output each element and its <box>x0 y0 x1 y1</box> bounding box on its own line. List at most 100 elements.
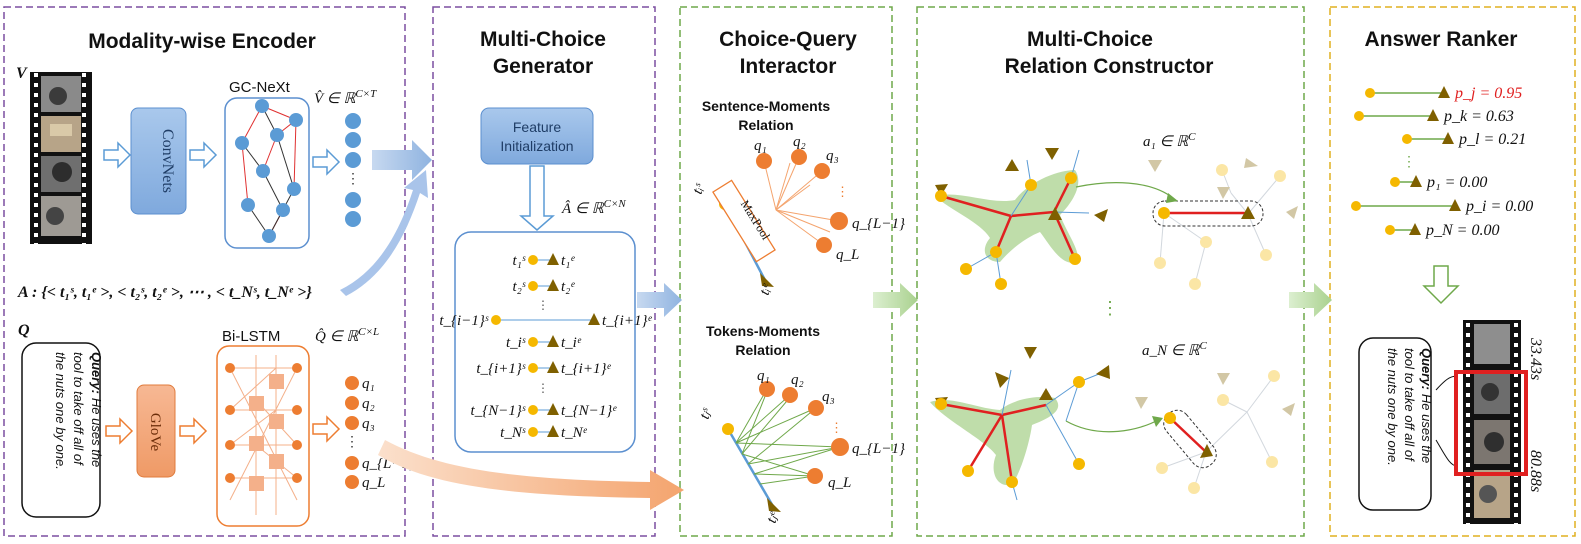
relation-graph-a1-faded <box>1148 158 1298 290</box>
svg-text:⋮: ⋮ <box>836 184 849 199</box>
sentence-moments-title-2: Relation <box>738 117 793 133</box>
arrow-query-to-glove <box>105 417 134 445</box>
tm-q1: q₁ <box>757 368 770 384</box>
a-formula: : {< t₁ˢ, t₁ᵉ >, < t₂ˢ, t₂ᵉ >, ⋯ , < t_N… <box>32 284 312 301</box>
q-hat-item-5: q_L <box>362 475 385 491</box>
score-label: p_k = 0.63 <box>1443 108 1514 125</box>
constructor-ellipsis: ⋮ <box>1101 298 1119 318</box>
relation-graph-aN-faded <box>1135 370 1295 494</box>
score-end-marker <box>1410 175 1422 187</box>
bilstm-cells <box>225 355 302 515</box>
tokens-moments-relation: ⋮ <box>722 381 849 512</box>
relation-graph-aN <box>930 347 1110 501</box>
score-label: p₁ = 0.00 <box>1426 174 1487 191</box>
relation-graph-a1 <box>935 148 1108 290</box>
sentence-moments-relation: ⋮ <box>712 149 849 287</box>
score-end-marker <box>1442 132 1454 144</box>
time-end-label: 80.88s <box>1527 450 1544 492</box>
moment-end-label: t_{i+1}ᵉ <box>602 313 652 329</box>
moment-start-node <box>528 255 538 265</box>
svg-text:⋮: ⋮ <box>346 170 360 186</box>
q-hat-item-2: q₂ <box>362 396 375 412</box>
candidate-row: t₂ˢ t₂ᵉ <box>512 279 575 295</box>
score-row: p_i = 0.00 <box>1351 198 1533 215</box>
a-hat-label: Â ∈ ℝC×N <box>561 198 626 217</box>
svg-text:Query:He uses thetool to take: Query:He uses thetool to take off all of… <box>53 352 104 470</box>
candidate-ellipsis: ⋮ <box>537 381 549 395</box>
time-start-label: 33.43s <box>1527 337 1544 380</box>
interactor-panel <box>679 6 893 537</box>
query-text-encoder: Query:He uses thetool to take off all of… <box>53 352 104 470</box>
video-film-strip <box>30 72 92 244</box>
score-row: p_k = 0.63 <box>1354 108 1514 125</box>
arrow-generator-to-interactor <box>637 283 682 317</box>
moment-start-node <box>528 405 538 415</box>
moment-end-label: t₁ᵉ <box>561 253 575 269</box>
score-end-marker <box>1449 199 1461 211</box>
moment-end-marker <box>547 425 559 437</box>
score-start-node <box>1354 111 1364 121</box>
moment-end-label: t_{i+1}ᵉ <box>561 361 611 377</box>
convnets-block <box>130 107 187 215</box>
generator-title-2: Generator <box>493 55 593 78</box>
sentence-moments-title-1: Sentence-Moments <box>702 98 831 114</box>
moment-end-label: t_{N−1}ᵉ <box>561 403 617 419</box>
ts-i-label: tᵢˢ <box>690 181 709 196</box>
feature-init-line2: Initialization <box>500 138 573 154</box>
score-end-marker <box>1409 223 1421 235</box>
sm-qL-1: q_{L−1} <box>852 216 905 232</box>
arrow-vhat-to-generator <box>372 140 432 180</box>
score-row: p₁ = 0.00 <box>1390 174 1487 191</box>
moment-end-marker <box>547 253 559 265</box>
sm-q2: q₂ <box>793 134 806 150</box>
moment-start-label: t_{N−1}ˢ <box>471 403 526 419</box>
generator-panel <box>432 6 656 537</box>
score-row: p_N = 0.00 <box>1385 222 1499 239</box>
gcnext-graph <box>235 99 303 243</box>
encoder-title: Modality-wise Encoder <box>88 30 316 53</box>
arrow-gcnext-to-vhat <box>312 148 341 176</box>
score-list: p_j = 0.95 p_k = 0.63 p_l = 0.21 p₁ = 0.00 p… <box>1351 85 1533 239</box>
v-hat-label: V̂ ∈ ℝC×T <box>314 88 377 107</box>
interactor-title-2: Interactor <box>740 55 837 78</box>
score-start-node <box>1385 225 1395 235</box>
encoder-panel <box>3 6 406 537</box>
tm-qL: q_L <box>828 475 851 491</box>
moment-start-label: t_iˢ <box>506 335 526 351</box>
score-label: p_j = 0.95 <box>1454 85 1522 102</box>
aN-label: a_N ∈ ℝC <box>1142 340 1207 359</box>
arrow-bilstm-to-qhat <box>312 415 341 443</box>
arrow-init-to-candidates <box>519 165 555 231</box>
grounded-moment-highlight <box>1454 370 1528 476</box>
svg-text:Query:He uses thetool to take: Query:He uses thetool to take off all of… <box>1385 348 1434 466</box>
moment-end-marker <box>547 403 559 415</box>
q-hat-item-3: q₃ <box>362 416 375 432</box>
moment-end-label: t₂ᵉ <box>561 279 575 295</box>
v-label: V <box>16 65 28 82</box>
score-row: p_j = 0.95 <box>1365 85 1522 102</box>
moment-start-node <box>528 337 538 347</box>
a-label: A <box>17 284 29 301</box>
arrow-scores-to-result <box>1422 265 1460 305</box>
moment-start-node <box>528 281 538 291</box>
score-start-node <box>1351 201 1361 211</box>
feature-init-line1: Feature <box>513 119 561 135</box>
sm-qL: q_L <box>836 247 859 263</box>
score-start-node <box>1402 134 1412 144</box>
moment-start-node <box>491 315 501 325</box>
moment-start-label: t₂ˢ <box>512 279 525 295</box>
gcnext-label: GC-NeXt <box>229 79 291 96</box>
q-hat-item-1: q₁ <box>362 376 375 392</box>
score-start-node <box>1365 88 1375 98</box>
tm-qL-1: q_{L−1} <box>852 441 905 457</box>
arrow-qhat-to-interactor <box>378 440 684 510</box>
moment-end-marker <box>547 279 559 291</box>
a1-label: a₁ ∈ ℝC <box>1143 131 1196 150</box>
svg-text:⋮: ⋮ <box>830 420 843 435</box>
query-text-ranker: Query:He uses thetool to take off all of… <box>1385 348 1434 466</box>
score-row: p_l = 0.21 <box>1402 131 1526 148</box>
